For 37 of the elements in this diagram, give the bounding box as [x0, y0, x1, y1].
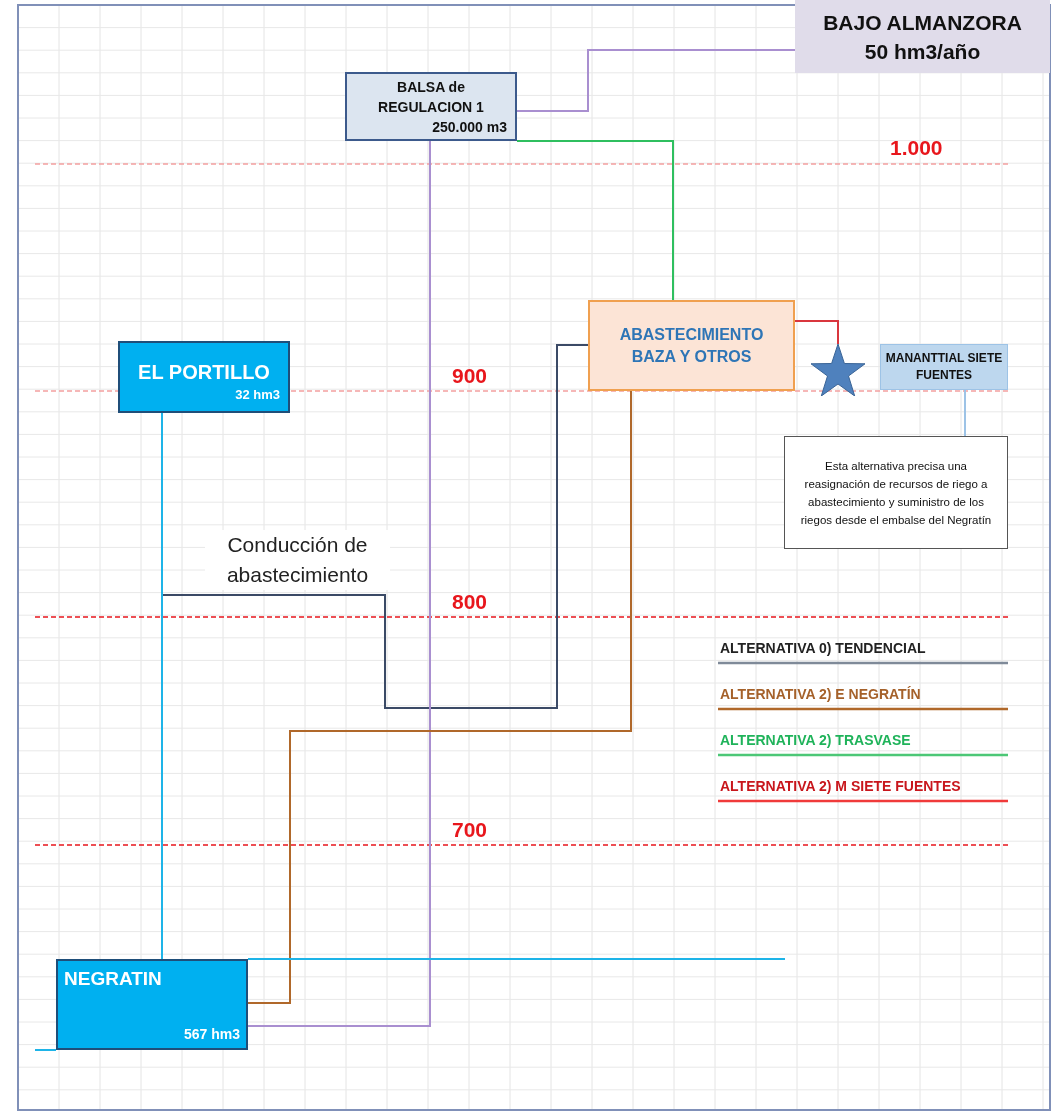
legend-text: ALTERNATIVA 2) M SIETE FUENTES [720, 778, 961, 794]
node-text: Esta alternativa precisa una reasignación de recursos de riego a abastecimiento y suministro de los riegos desde el embalse del Negratín [799, 458, 993, 528]
connector-line [247, 958, 786, 960]
star-icon [811, 344, 865, 396]
reservoir-box [118, 341, 290, 413]
node-title: BAJO ALMANZORA [822, 9, 1023, 36]
node-text: ABASTECIMIENTO BAZA Y OTROS [618, 324, 765, 367]
connector-line [34, 1049, 57, 1051]
node-title: BALSA de REGULACION 1 [377, 77, 485, 117]
node-text: MANANTTIAL SIETE FUENTES [885, 350, 1003, 384]
connector-line [161, 412, 163, 960]
connector-line [516, 140, 674, 301]
legend-text: ALTERNATIVA 2) TRASVASE [720, 732, 911, 748]
reservoir-box [56, 959, 248, 1050]
connector-line [247, 140, 431, 1027]
connector-line [964, 389, 966, 437]
elevation-label: 700 [452, 818, 488, 842]
connector-line [516, 49, 796, 112]
elevation-label: 900 [452, 364, 488, 388]
edge-label: Conducción de abastecimiento [205, 530, 390, 590]
connector-line [247, 390, 632, 1004]
elevation-label: 1.000 [890, 136, 943, 160]
supply-box [588, 300, 795, 391]
legend-text: ALTERNATIVA 0) TENDENCIAL [720, 640, 926, 656]
reservoir-box [345, 72, 517, 141]
spring-box [880, 344, 1008, 390]
legend-text: ALTERNATIVA 2) E NEGRATÍN [720, 686, 921, 702]
destination-box [795, 0, 1050, 73]
capacity-value: 50 hm3/año [863, 38, 982, 65]
node-title: NEGRATIN [64, 967, 163, 991]
connector-line [794, 320, 839, 345]
capacity-value: 32 hm3 [234, 386, 280, 404]
capacity-value: 567 hm3 [182, 1025, 240, 1044]
note-box [784, 436, 1008, 549]
capacity-value: 250.000 m3 [431, 117, 507, 137]
node-title: EL PORTILLO [137, 360, 271, 385]
elevation-label: 800 [452, 590, 488, 614]
